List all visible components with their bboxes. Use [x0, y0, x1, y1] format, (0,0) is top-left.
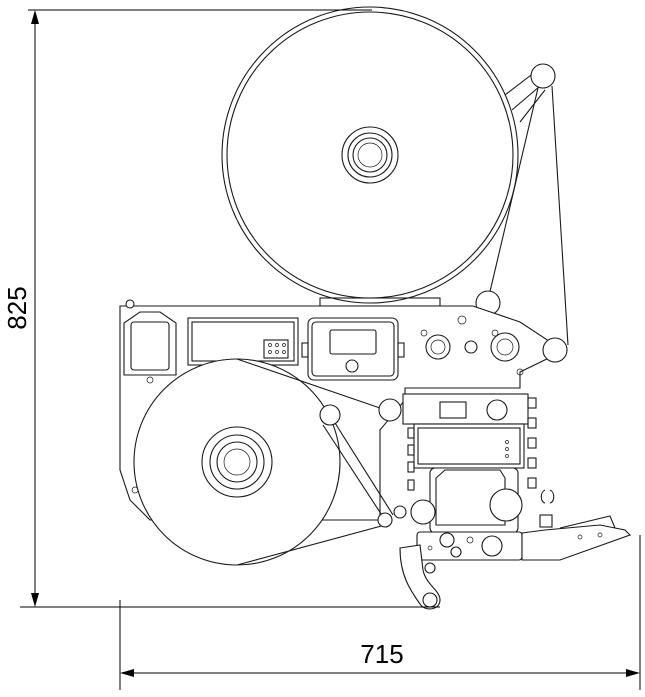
dimension-width: 715	[119, 535, 641, 690]
controller-box	[301, 317, 405, 381]
dimension-height: 825	[2, 9, 440, 608]
width-dimension-label: 715	[360, 639, 403, 669]
lower-reel	[133, 358, 341, 566]
lower-dancer	[319, 398, 407, 528]
display-panel	[187, 317, 299, 366]
drive-unit	[402, 393, 537, 534]
height-dimension-label: 825	[2, 286, 32, 329]
dispensing-head	[399, 531, 523, 610]
junction-box	[123, 311, 177, 376]
peel-plate	[521, 489, 632, 561]
plate-rollers	[425, 332, 568, 363]
upper-reel	[221, 6, 519, 304]
web-paths	[236, 358, 394, 566]
